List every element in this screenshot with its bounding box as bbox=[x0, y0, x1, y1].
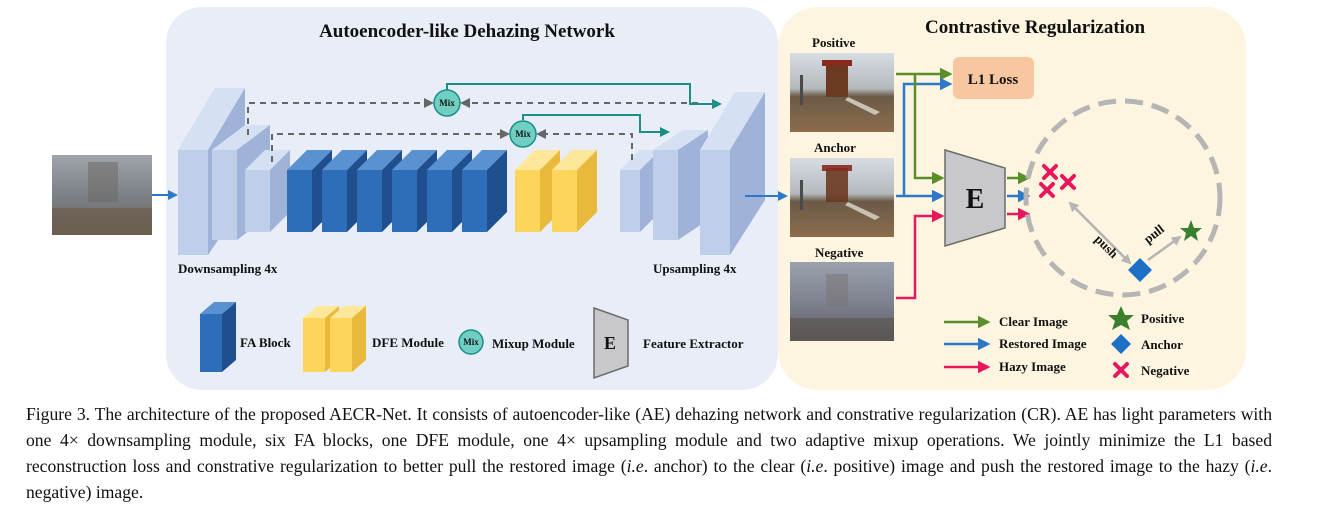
svg-text:Mix: Mix bbox=[463, 337, 479, 347]
svg-text:E: E bbox=[966, 184, 985, 215]
legend-negative: Negative bbox=[1141, 363, 1190, 378]
legend-fa-block-icon bbox=[200, 302, 236, 372]
legend-restored-image: Restored Image bbox=[999, 336, 1087, 351]
legend-clear-image: Clear Image bbox=[999, 314, 1068, 329]
legend-feature-extractor-icon: E bbox=[593, 306, 629, 380]
legend-dfe-icon bbox=[303, 306, 366, 372]
legend-negative-cross bbox=[1113, 362, 1129, 378]
legend-mixup-module: Mixup Module bbox=[492, 336, 575, 351]
anchor-diamond bbox=[1128, 258, 1152, 282]
downsampling-block bbox=[245, 150, 290, 232]
upsampling-block bbox=[653, 130, 708, 240]
anchor-image bbox=[790, 158, 894, 237]
feature-extractor: E bbox=[944, 148, 1006, 248]
legend-fa-block: FA Block bbox=[240, 335, 291, 350]
negative-image bbox=[790, 262, 894, 341]
negative-cross bbox=[1042, 164, 1058, 180]
legend-hazy-image: Hazy Image bbox=[999, 359, 1066, 374]
mix-node-2: Mix bbox=[509, 120, 537, 148]
svg-text:Mix: Mix bbox=[515, 129, 531, 139]
legend-anchor: Anchor bbox=[1141, 337, 1183, 352]
ae-title: Autoencoder-like Dehazing Network bbox=[319, 21, 615, 42]
legend-anchor-diamond bbox=[1111, 334, 1131, 354]
negative-cross bbox=[1060, 174, 1076, 190]
legend-positive: Positive bbox=[1141, 311, 1185, 326]
negative-cross bbox=[1039, 182, 1055, 198]
figure-caption: Figure 3. The architecture of the propos… bbox=[26, 404, 1273, 502]
mix-node-1: Mix bbox=[433, 89, 461, 117]
svg-text:Mix: Mix bbox=[439, 98, 455, 108]
upsampling-block bbox=[700, 92, 765, 255]
l1-loss-box bbox=[953, 57, 1034, 99]
positive-image-label: Positive bbox=[812, 35, 856, 50]
anchor-image-label: Anchor bbox=[814, 140, 856, 155]
upsampling-label: Upsampling 4x bbox=[653, 261, 737, 276]
legend-mix-icon: Mix bbox=[458, 329, 484, 355]
cr-title: Contrastive Regularization bbox=[925, 17, 1145, 38]
positive-image bbox=[790, 53, 894, 132]
negative-image-label: Negative bbox=[815, 245, 864, 260]
embedding-space-circle bbox=[1023, 98, 1223, 298]
dfe-module-block bbox=[552, 150, 597, 232]
architecture-figure: Autoencoder-like Dehazing Network Contra… bbox=[52, 7, 1246, 390]
svg-text:E: E bbox=[604, 333, 616, 353]
input-hazy-image bbox=[52, 155, 152, 235]
positive-star bbox=[1180, 220, 1202, 241]
l1-loss-label: L1 Loss bbox=[968, 72, 1019, 88]
legend-feature-extractor: Feature Extractor bbox=[643, 336, 744, 351]
legend-dfe-module: DFE Module bbox=[372, 335, 444, 350]
legend-positive-star bbox=[1108, 306, 1134, 330]
fa-block-6 bbox=[462, 150, 507, 232]
downsampling-label: Downsampling 4x bbox=[178, 261, 278, 276]
